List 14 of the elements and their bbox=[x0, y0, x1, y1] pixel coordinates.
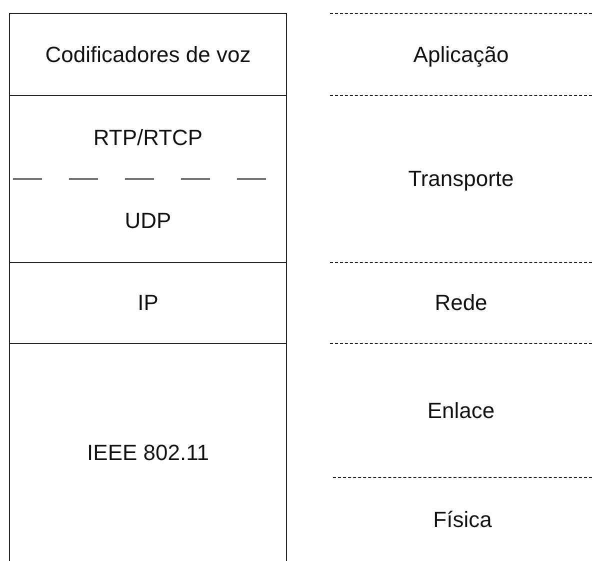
protocol-name: UDP bbox=[124, 206, 172, 234]
protocol-box bbox=[9, 13, 287, 95]
layer-name: Enlace bbox=[427, 396, 495, 424]
protocol-name: Codificadores de voz bbox=[45, 40, 251, 68]
protocol-box bbox=[9, 262, 287, 343]
protocol-box bbox=[9, 95, 287, 262]
protocol-name: IEEE 802.11 bbox=[87, 438, 209, 466]
protocol-name: RTP/RTCP bbox=[93, 124, 203, 152]
layer-name: Física bbox=[433, 506, 492, 534]
layer-name: Transporte bbox=[408, 165, 514, 193]
layer-name: Aplicação bbox=[413, 40, 509, 68]
protocol-name: IP bbox=[138, 289, 158, 317]
layer-name: Rede bbox=[434, 289, 488, 317]
protocol-box bbox=[9, 343, 287, 561]
